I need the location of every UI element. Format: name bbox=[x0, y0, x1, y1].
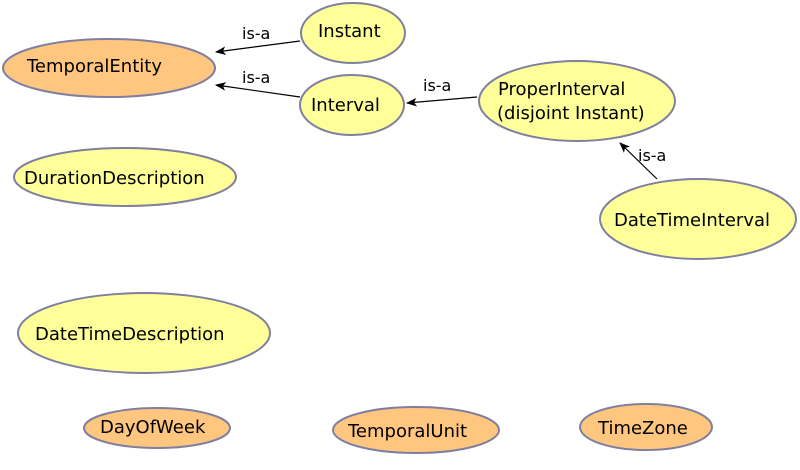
edge-label: is-a bbox=[423, 76, 451, 95]
node-shape bbox=[579, 403, 713, 451]
node-time-zone[interactable]: TimeZone bbox=[579, 403, 713, 451]
edge-interval-temporalentity: is-a bbox=[214, 68, 301, 98]
node-day-of-week[interactable]: DayOfWeek bbox=[83, 407, 231, 449]
node-label: DayOfWeek bbox=[100, 417, 206, 438]
edge-instant-temporalentity: is-a bbox=[214, 24, 301, 56]
node-duration-description[interactable]: DurationDescription bbox=[13, 147, 237, 207]
node-label: Interval bbox=[311, 95, 380, 116]
node-shape bbox=[300, 2, 406, 64]
node-temporal-entity[interactable]: TemporalEntity bbox=[2, 38, 216, 98]
node-label: TimeZone bbox=[597, 418, 688, 439]
node-label: DurationDescription bbox=[24, 168, 205, 189]
node-label: TemporalUnit bbox=[347, 421, 467, 442]
node-shape bbox=[2, 38, 216, 98]
node-instant[interactable]: Instant bbox=[300, 2, 406, 64]
node-temporal-unit[interactable]: TemporalUnit bbox=[332, 406, 500, 454]
node-label-line-2: (disjoint Instant) bbox=[497, 103, 645, 124]
node-shape bbox=[83, 407, 231, 449]
node-shape bbox=[332, 406, 500, 454]
node-label: TemporalEntity bbox=[26, 56, 162, 77]
node-label: Instant bbox=[318, 21, 381, 42]
node-date-time-interval[interactable]: DateTimeInterval bbox=[599, 178, 797, 260]
edge-label: is-a bbox=[242, 24, 270, 43]
edge-label: is-a bbox=[242, 68, 270, 87]
edge-properinterval-interval: is-a bbox=[405, 76, 478, 107]
edge-datetimeinterval-properinterval: is-a bbox=[619, 142, 666, 180]
edge-label: is-a bbox=[638, 146, 666, 165]
node-shape bbox=[599, 178, 797, 260]
node-date-time-description[interactable]: DateTimeDescription bbox=[17, 292, 271, 374]
node-label: DateTimeDescription bbox=[35, 324, 225, 345]
node-label: DateTimeInterval bbox=[614, 210, 770, 231]
node-proper-interval[interactable]: ProperInterval (disjoint Instant) bbox=[478, 60, 676, 142]
node-shape bbox=[17, 292, 271, 374]
node-shape bbox=[478, 60, 676, 142]
node-interval[interactable]: Interval bbox=[299, 74, 405, 136]
node-label-line-1: ProperInterval bbox=[498, 79, 625, 100]
node-shape bbox=[299, 74, 405, 136]
node-shape bbox=[13, 147, 237, 207]
